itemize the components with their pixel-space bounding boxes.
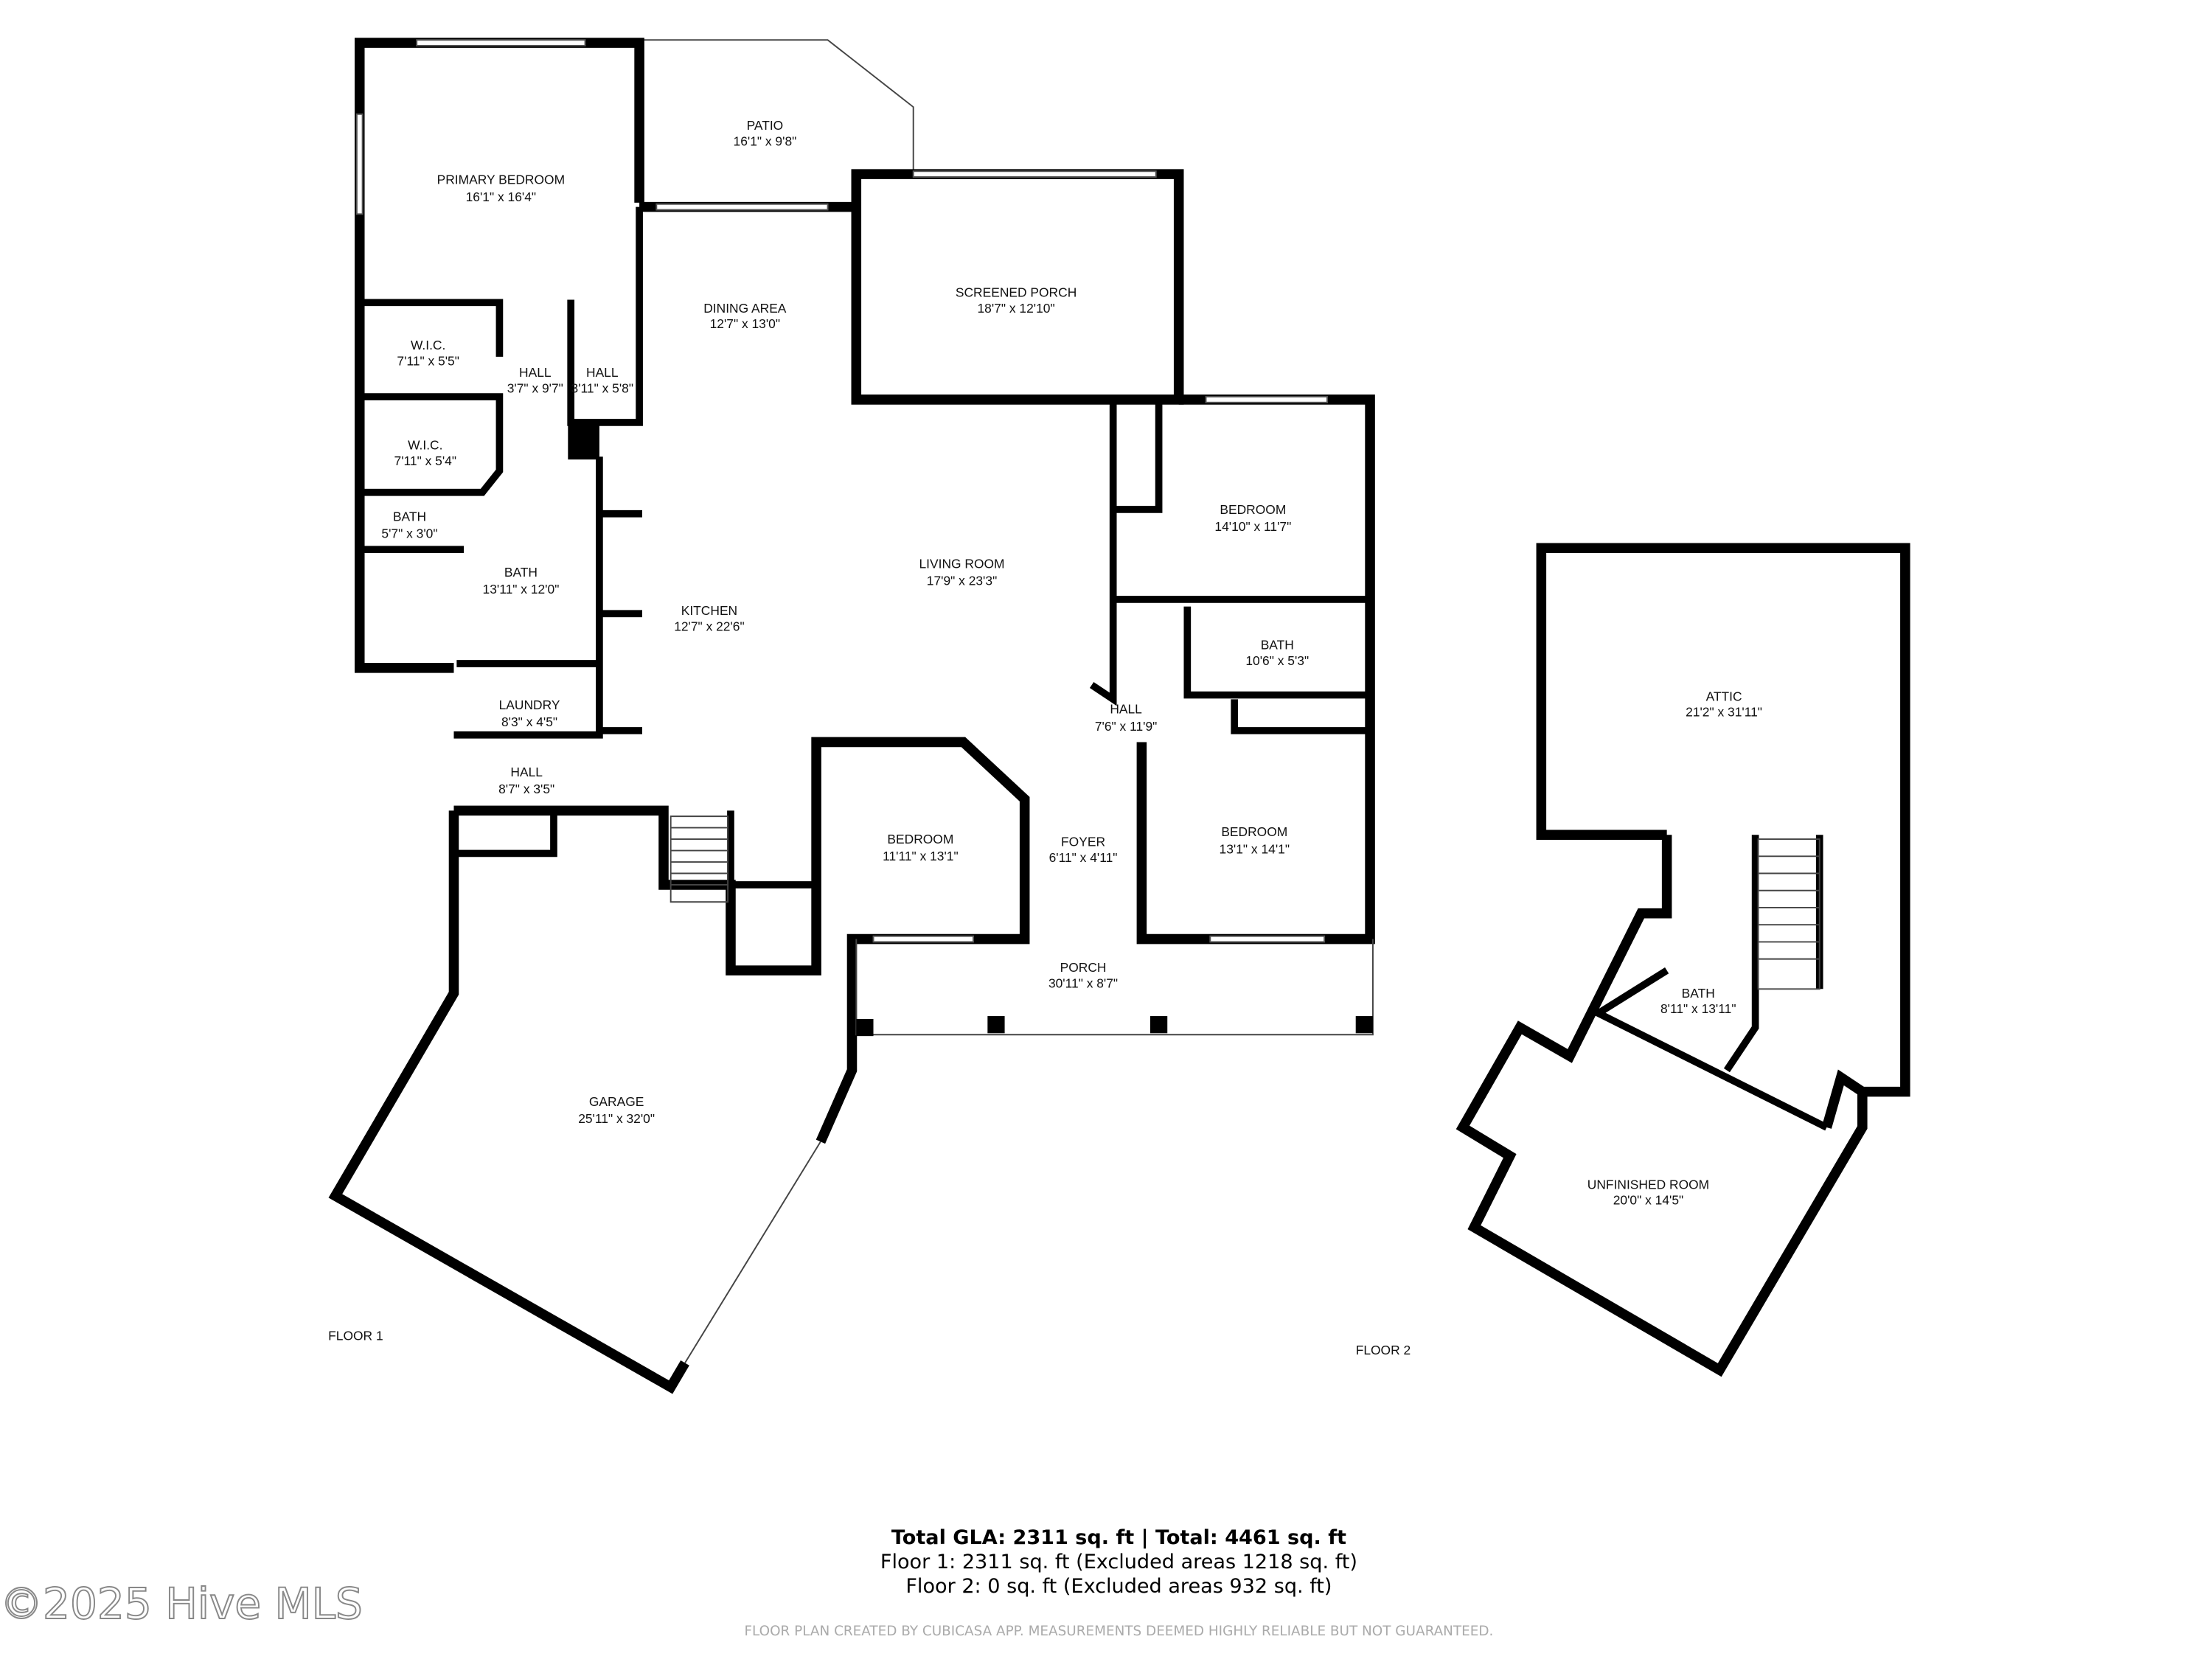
room-size: 16'1" x 16'4" bbox=[466, 189, 536, 204]
room-name: BATH bbox=[1682, 986, 1715, 1001]
floor1-walls bbox=[328, 38, 1375, 1394]
floor2-walls bbox=[1455, 543, 1910, 1377]
room-name: GARAGE bbox=[589, 1094, 644, 1109]
floor1-label: FLOOR 1 bbox=[328, 1328, 383, 1343]
room-size: 11'11" x 13'1" bbox=[883, 849, 959, 863]
room-name: BEDROOM bbox=[1221, 824, 1287, 839]
garage-door bbox=[684, 1141, 821, 1363]
porch-outline bbox=[855, 939, 1374, 1036]
porch-post bbox=[1150, 1016, 1168, 1034]
kitchen-wall bbox=[453, 456, 642, 739]
room-size: 10'6" x 5'3" bbox=[1245, 653, 1309, 668]
room-name: BEDROOM bbox=[1220, 502, 1286, 517]
garage-wall bbox=[328, 810, 689, 1394]
chimney bbox=[568, 423, 599, 460]
room-name: BATH bbox=[504, 565, 538, 580]
room-name: LAUNDRY bbox=[499, 698, 560, 712]
room-size: 12'7" x 22'6" bbox=[674, 619, 744, 633]
watermark: ©2025 Hive MLS bbox=[0, 1579, 363, 1629]
room-size: 5'7" x 3'0" bbox=[381, 526, 437, 541]
room-name: UNFINISHED ROOM bbox=[1587, 1177, 1709, 1192]
room-name: W.I.C. bbox=[411, 338, 445, 352]
room-size: 7'11" x 5'5" bbox=[397, 353, 459, 368]
window bbox=[1209, 935, 1326, 943]
porch-post bbox=[1355, 1016, 1373, 1034]
porch-post bbox=[987, 1016, 1005, 1034]
stairs-icon bbox=[669, 815, 729, 903]
floor2-label: FLOOR 2 bbox=[1356, 1343, 1411, 1357]
room-size: 21'2" x 31'11" bbox=[1686, 705, 1762, 720]
closet-wall bbox=[1113, 402, 1163, 513]
room-name: SCREENED PORCH bbox=[956, 285, 1077, 300]
disclaimer: FLOOR PLAN CREATED BY CUBICASA APP. MEAS… bbox=[744, 1624, 1493, 1639]
area-summary: Total GLA: 2311 sq. ft | Total: 4461 sq.… bbox=[744, 1526, 1493, 1639]
room-size: 30'11" x 8'7" bbox=[1048, 975, 1118, 990]
room-name: KITCHEN bbox=[681, 603, 737, 618]
room-size: 20'0" x 14'5" bbox=[1613, 1193, 1683, 1208]
room-name: BATH bbox=[1261, 638, 1294, 653]
floor1-labels: PATIO 16'1" x 9'8" PRIMARY BEDROOM 16'1"… bbox=[328, 118, 1309, 1343]
room-name: FOYER bbox=[1061, 835, 1105, 849]
window bbox=[912, 170, 1157, 178]
room-size: 14'10" x 11'7" bbox=[1214, 519, 1291, 534]
room-name: BATH bbox=[393, 509, 426, 524]
room-size: 7'6" x 11'9" bbox=[1095, 719, 1158, 734]
window bbox=[655, 203, 829, 211]
room-size: 13'1" x 14'1" bbox=[1220, 841, 1290, 856]
porch-post bbox=[856, 1018, 874, 1037]
room-name: PRIMARY BEDROOM bbox=[437, 173, 565, 187]
room-name: PATIO bbox=[747, 118, 784, 133]
bath-wall bbox=[1113, 596, 1371, 734]
attic-wall bbox=[1536, 543, 1910, 1097]
stairs-icon bbox=[1757, 838, 1820, 990]
room-name: HALL bbox=[586, 365, 619, 380]
screened-porch-wall bbox=[639, 169, 1184, 405]
room-name: HALL bbox=[510, 765, 543, 779]
room-size: 8'3" x 4'5" bbox=[501, 714, 557, 729]
room-size: 12'7" x 13'0" bbox=[710, 316, 780, 331]
room-size: 18'7" x 12'10" bbox=[977, 301, 1054, 316]
room-name: HALL bbox=[519, 365, 552, 380]
window bbox=[872, 935, 974, 943]
room-size: 16'1" x 9'8" bbox=[734, 133, 797, 148]
floor1-area: Floor 1: 2311 sq. ft (Excluded areas 121… bbox=[880, 1551, 1357, 1573]
bath-wall bbox=[1590, 835, 1829, 1131]
living-room-wall bbox=[1089, 399, 1117, 706]
window bbox=[355, 113, 364, 215]
room-name: BEDROOM bbox=[887, 832, 953, 846]
room-size: 8'11" x 13'11" bbox=[1660, 1001, 1736, 1016]
front-bedroom-wall bbox=[453, 737, 1030, 1144]
closet-walls bbox=[359, 206, 643, 553]
room-name: W.I.C. bbox=[408, 438, 442, 453]
floor2-area: Floor 2: 0 sq. ft (Excluded areas 932 sq… bbox=[905, 1575, 1332, 1598]
room-name: DINING AREA bbox=[703, 301, 787, 316]
room-size: 25'11" x 32'0" bbox=[578, 1111, 655, 1126]
room-name: ATTIC bbox=[1706, 689, 1742, 703]
room-size: 3'11" x 5'8" bbox=[571, 380, 634, 395]
east-wall bbox=[1136, 394, 1375, 945]
room-name: HALL bbox=[1110, 702, 1142, 717]
room-name: PORCH bbox=[1060, 960, 1107, 975]
room-size: 17'9" x 23'3" bbox=[927, 574, 997, 588]
garage-inner-walls bbox=[453, 810, 817, 888]
window bbox=[1205, 396, 1328, 403]
window bbox=[416, 39, 586, 46]
room-size: 8'7" x 3'5" bbox=[498, 782, 554, 796]
primary-bedroom-wall bbox=[354, 38, 644, 673]
room-size: 6'11" x 4'11" bbox=[1049, 850, 1118, 865]
unfinished-room-wall bbox=[1455, 835, 1868, 1377]
room-size: 7'11" x 5'4" bbox=[394, 453, 456, 468]
room-size: 3'7" x 9'7" bbox=[507, 380, 563, 395]
patio-outline bbox=[639, 39, 914, 175]
floor2-labels: ATTIC 21'2" x 31'11" BATH 8'11" x 13'11"… bbox=[1356, 689, 1762, 1357]
room-name: LIVING ROOM bbox=[919, 556, 1004, 571]
room-size: 13'11" x 12'0" bbox=[483, 582, 560, 597]
total-area: Total GLA: 2311 sq. ft | Total: 4461 sq.… bbox=[891, 1526, 1346, 1549]
